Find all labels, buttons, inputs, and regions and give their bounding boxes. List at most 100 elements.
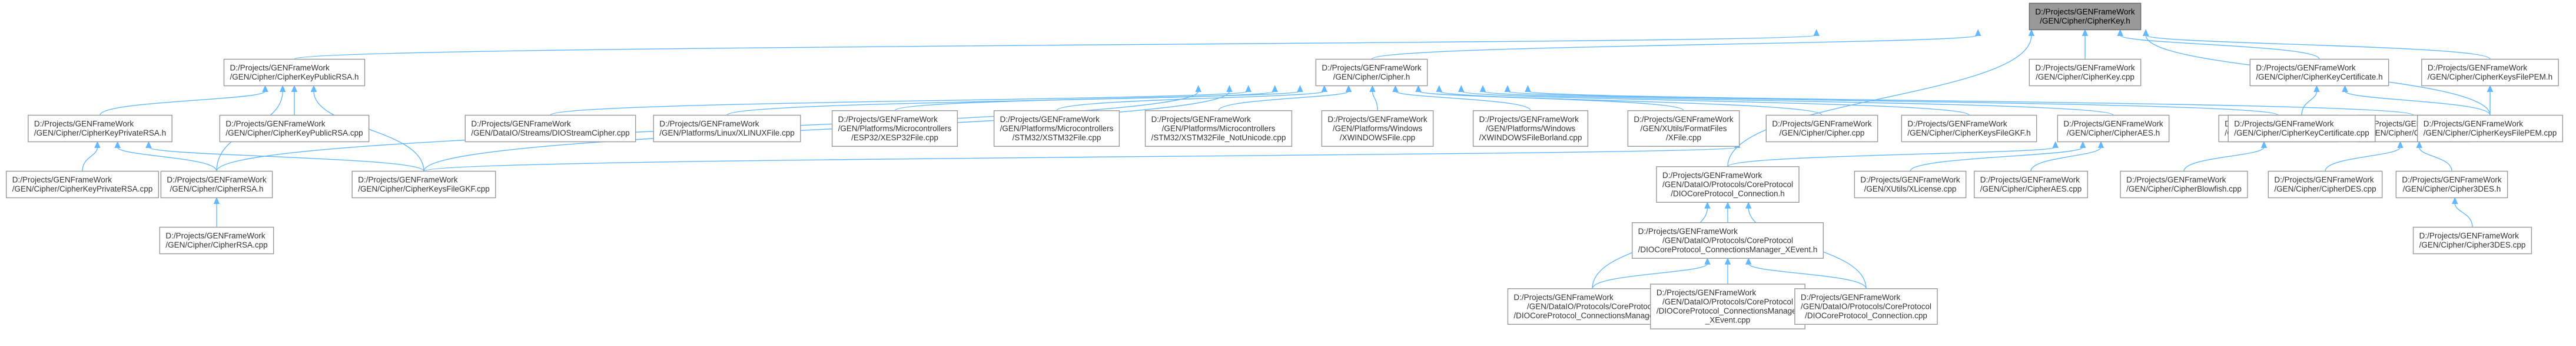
node-esp32[interactable]: D:/Projects/GENFrameWork/GEN/Platforms/M… [831,110,958,147]
edge-connmgrxcpp-to-connmgr [1724,258,1731,284]
node-connmgrxcpp[interactable]: D:/Projects/GENFrameWork/GEN/DataIO/Prot… [1650,284,1805,329]
node-label-line: /GEN/Cipher/CipherRSA.h [170,184,263,193]
node-privrsa[interactable]: D:/Projects/GENFrameWork/GEN/Cipher/Ciph… [28,114,172,143]
edge-line [1439,90,1823,116]
node-label-line: /GEN/Cipher/CipherDES.cpp [2274,184,2376,193]
node-blowfishcpp[interactable]: D:/Projects/GENFrameWork/GEN/Cipher/Ciph… [2120,170,2248,199]
edge-line [148,146,424,172]
edge-rsacpp-to-rsa [213,197,220,228]
node-stm32nu[interactable]: D:/Projects/GENFrameWork/GEN/Platforms/M… [1144,110,1293,147]
node-stm32[interactable]: D:/Projects/GENFrameWork/GEN/Platforms/M… [993,110,1120,147]
node-label-line: /GEN/Cipher/CipherBlowfish.cpp [2126,184,2242,193]
arrowhead-icon [213,197,220,204]
node-coreconn[interactable]: D:/Projects/GENFrameWork/GEN/DataIO/Prot… [1656,166,1800,203]
node-label-line: D:/Projects/GENFrameWork [838,115,938,124]
node-label-line: D:/Projects/GENFrameWork [1907,120,2007,128]
edge-line [1748,263,1867,289]
arrowhead-icon [279,85,286,92]
node-label-line: /GEN/DataIO/Streams/DIOStreamCipher.cpp [471,128,629,137]
edge-line [1418,90,1684,111]
node-label-line: /GEN/Platforms/Microcontrollers [1162,124,1276,133]
node-label-line: /GEN/Platforms/Linux/XLINUXFile.cpp [659,128,795,137]
node-box [1656,166,1800,203]
node-box [2417,114,2563,143]
node-diostream[interactable]: D:/Projects/GENFrameWork/GEN/DataIO/Stre… [464,114,636,143]
node-xfile[interactable]: D:/Projects/GENFrameWork/GEN/XUtils/Form… [1627,110,1740,147]
arrowhead-icon [2097,141,2104,148]
node-box [351,170,496,199]
node-filepemcpp[interactable]: D:/Projects/GENFrameWork/GEN/Cipher/Ciph… [2417,114,2563,143]
node-3des[interactable]: D:/Projects/GENFrameWork/GEN/Cipher/Ciph… [2395,170,2508,199]
node-box [1794,288,1938,325]
edge-line [1910,146,2083,172]
node-label-line: /GEN/Cipher/CipherAES.h [2067,128,2160,137]
node-winfile[interactable]: D:/Projects/GENFrameWork/GEN/Platforms/W… [1321,110,1434,147]
node-label-line: D:/Projects/GENFrameWork [2256,64,2356,73]
node-box [2228,114,2376,143]
node-label-line: /GEN/Cipher/Cipher.cpp [1780,128,1865,137]
node-box [5,170,160,199]
edge-connmgr-to-coreconn [1724,202,1731,223]
node-gkfcpp[interactable]: D:/Projects/GENFrameWork/GEN/Cipher/Ciph… [351,170,496,199]
edge-line [1592,263,1708,289]
node-ciphercpp[interactable]: D:/Projects/GENFrameWork/GEN/Cipher/Ciph… [1765,114,1878,143]
edge-line [2301,91,2318,116]
node-privrsacpp[interactable]: D:/Projects/GENFrameWork/GEN/Cipher/Ciph… [5,170,160,199]
edge-cipherkeycpp-to-root [2082,29,2089,60]
node-aes[interactable]: D:/Projects/GENFrameWork/GEN/Cipher/Ciph… [2057,114,2170,143]
arrowhead-icon [1369,85,1376,92]
arrowhead-icon [1504,85,1511,92]
node-winborland[interactable]: D:/Projects/GENFrameWork/GEN/Platforms/W… [1472,110,1589,147]
node-certcpp[interactable]: D:/Projects/GENFrameWork/GEN/Cipher/Ciph… [2228,114,2376,143]
node-label-line: /GEN/DataIO/Protocols/CoreProtocol [1662,236,1793,245]
edge-privrsa-to-pubrsa [99,85,268,116]
node-root[interactable]: D:/Projects/GENFrameWork/GEN/Cipher/Ciph… [2029,2,2142,31]
node-descpp[interactable]: D:/Projects/GENFrameWork/GEN/Cipher/Ciph… [2268,170,2383,199]
node-label-line: D:/Projects/GENFrameWork [1151,115,1252,124]
node-label-line: /DIOCoreProtocol_ConnectionsManager.cpp [1513,311,1671,320]
edge-gkf-to-cipher [1458,85,1970,116]
node-box [1472,110,1589,147]
node-filepem[interactable]: D:/Projects/GENFrameWork/GEN/Cipher/Ciph… [2421,58,2559,87]
node-label-line: /GEN/Cipher/CipherKeyPrivateRSA.h [34,128,166,137]
node-box [2268,170,2383,199]
edge-winfile-to-cipher [1369,85,1378,111]
node-label-line: /DIOCoreProtocol_ConnectionsManager_XEve… [1638,245,1818,254]
arrowhead-icon [114,141,121,148]
node-label-line: /GEN/XUtils/FormatFiles [1640,124,1727,133]
node-label-line: /GEN/Cipher/CipherKeysFileGKF.cpp [358,184,490,193]
node-pubrsa[interactable]: D:/Projects/GENFrameWork/GEN/Cipher/Ciph… [223,58,366,87]
node-label-line: D:/Projects/GENFrameWork [2428,64,2528,73]
edge-line [550,90,1249,116]
node-rsacpp[interactable]: D:/Projects/GENFrameWork/GEN/Cipher/Ciph… [159,226,274,255]
node-conncpp[interactable]: D:/Projects/GENFrameWork/GEN/DataIO/Prot… [1794,288,1938,325]
node-connmgrcpp[interactable]: D:/Projects/GENFrameWork/GEN/DataIO/Prot… [1507,288,1678,325]
edge-line [1056,90,1325,111]
node-box [2421,58,2559,87]
edge-cert-to-root [2117,29,2320,60]
edge-winborland-to-cipher [1392,85,1531,111]
node-linuxfile[interactable]: D:/Projects/GENFrameWork/GEN/Platforms/L… [653,114,801,143]
arrowhead-icon [1195,85,1201,92]
arrowhead-icon [1345,85,1352,92]
node-pubrsacpp[interactable]: D:/Projects/GENFrameWork/GEN/Cipher/Ciph… [219,114,370,143]
edge-line [2030,147,2102,172]
edge-pubrsacpp-to-pubrsa [291,85,298,116]
node-gkf[interactable]: D:/Projects/GENFrameWork/GEN/Cipher/Ciph… [1901,114,2037,143]
edge-coreconn-to-root [1727,29,2035,167]
node-connmgr[interactable]: D:/Projects/GENFrameWork/GEN/DataIO/Prot… [1631,222,1824,259]
node-rsa[interactable]: D:/Projects/GENFrameWork/GEN/Cipher/Ciph… [160,170,273,199]
edge-line [2454,203,2473,228]
edge-line [2120,34,2320,60]
node-cipher[interactable]: D:/Projects/GENFrameWork/GEN/Cipher/Ciph… [1315,58,1428,87]
arrowhead-icon [1392,85,1399,92]
node-3descpp[interactable]: D:/Projects/GENFrameWork/GEN/Cipher/Ciph… [2412,226,2532,255]
node-aescpp[interactable]: D:/Projects/GENFrameWork/GEN/Cipher/Ciph… [1974,170,2088,199]
edge-line [1395,90,1531,111]
node-cipherkeycpp[interactable]: D:/Projects/GENFrameWork/GEN/Cipher/Ciph… [2029,58,2142,87]
edge-3descpp-to-3des [2451,197,2473,228]
node-cert[interactable]: D:/Projects/GENFrameWork/GEN/Cipher/Ciph… [2249,58,2389,87]
node-license[interactable]: D:/Projects/GENFrameWork/GEN/XUtils/XLic… [1854,170,1967,199]
edge-filepemcpp-to-filepem [2487,85,2494,116]
edge-conncpp-to-connmgr [1745,258,1867,289]
